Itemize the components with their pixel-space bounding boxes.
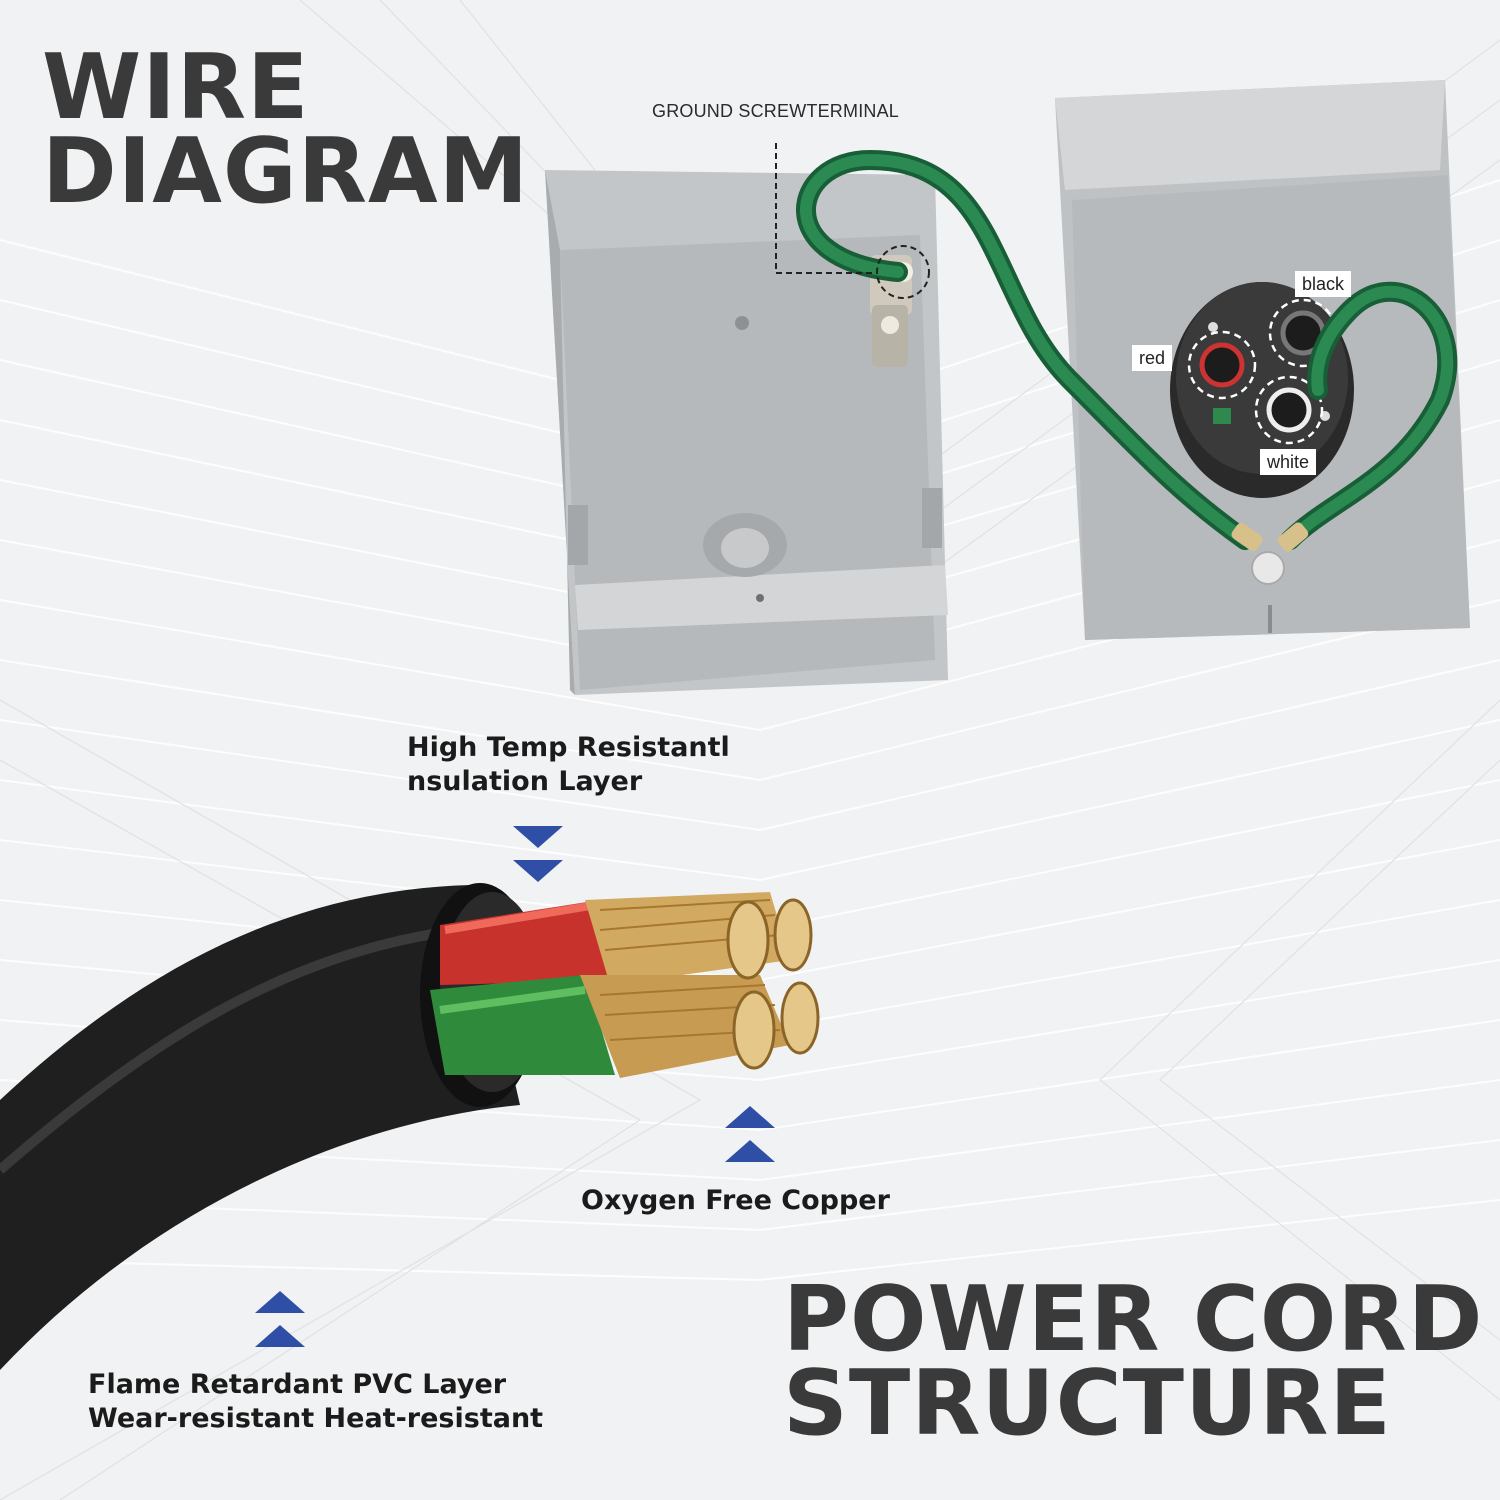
power-cord-title-line-2: STRUCTURE — [783, 1350, 1392, 1456]
wire-diagram-title: WIRE DIAGRAM — [42, 35, 530, 224]
copper-callout: Oxygen Free Copper — [581, 1184, 890, 1218]
outlet-box — [1055, 80, 1470, 640]
power-cord — [0, 883, 820, 1370]
insulation-callout-line-1: High Temp Resistantl — [407, 732, 730, 763]
wire-diagram-title-line-2: DIAGRAM — [42, 118, 530, 224]
junction-box — [545, 170, 948, 695]
pvc-layer-callout: Flame Retardant PVC Layer Wear-resistant… — [88, 1368, 543, 1436]
power-cord-structure-title: POWER CORD STRUCTURE — [783, 1267, 1484, 1456]
ground-screw-terminal-label: GROUND SCREWTERMINAL — [652, 101, 900, 121]
ground-pointer — [775, 143, 930, 299]
pvc-callout-line-2: Wear-resistant Heat-resistant — [88, 1403, 544, 1434]
power-cord-title-line-1: POWER CORD — [783, 1267, 1484, 1372]
insulation-layer-callout: High Temp Resistantl nsulation Layer — [407, 731, 730, 799]
pvc-callout-line-1: Flame Retardant PVC Layer — [88, 1369, 507, 1400]
black-terminal-label: black — [1295, 271, 1352, 297]
ground-lugs — [1231, 522, 1309, 552]
ground-wire — [796, 149, 1458, 550]
white-terminal-label: white — [1260, 449, 1317, 475]
arrow-icons — [255, 826, 775, 1347]
wire-diagram-title-line-1: WIRE — [42, 35, 310, 140]
copper-callout-line-1: Oxygen Free Copper — [581, 1185, 890, 1216]
red-terminal-label: red — [1132, 345, 1173, 371]
insulation-callout-line-2: nsulation Layer — [407, 766, 643, 797]
